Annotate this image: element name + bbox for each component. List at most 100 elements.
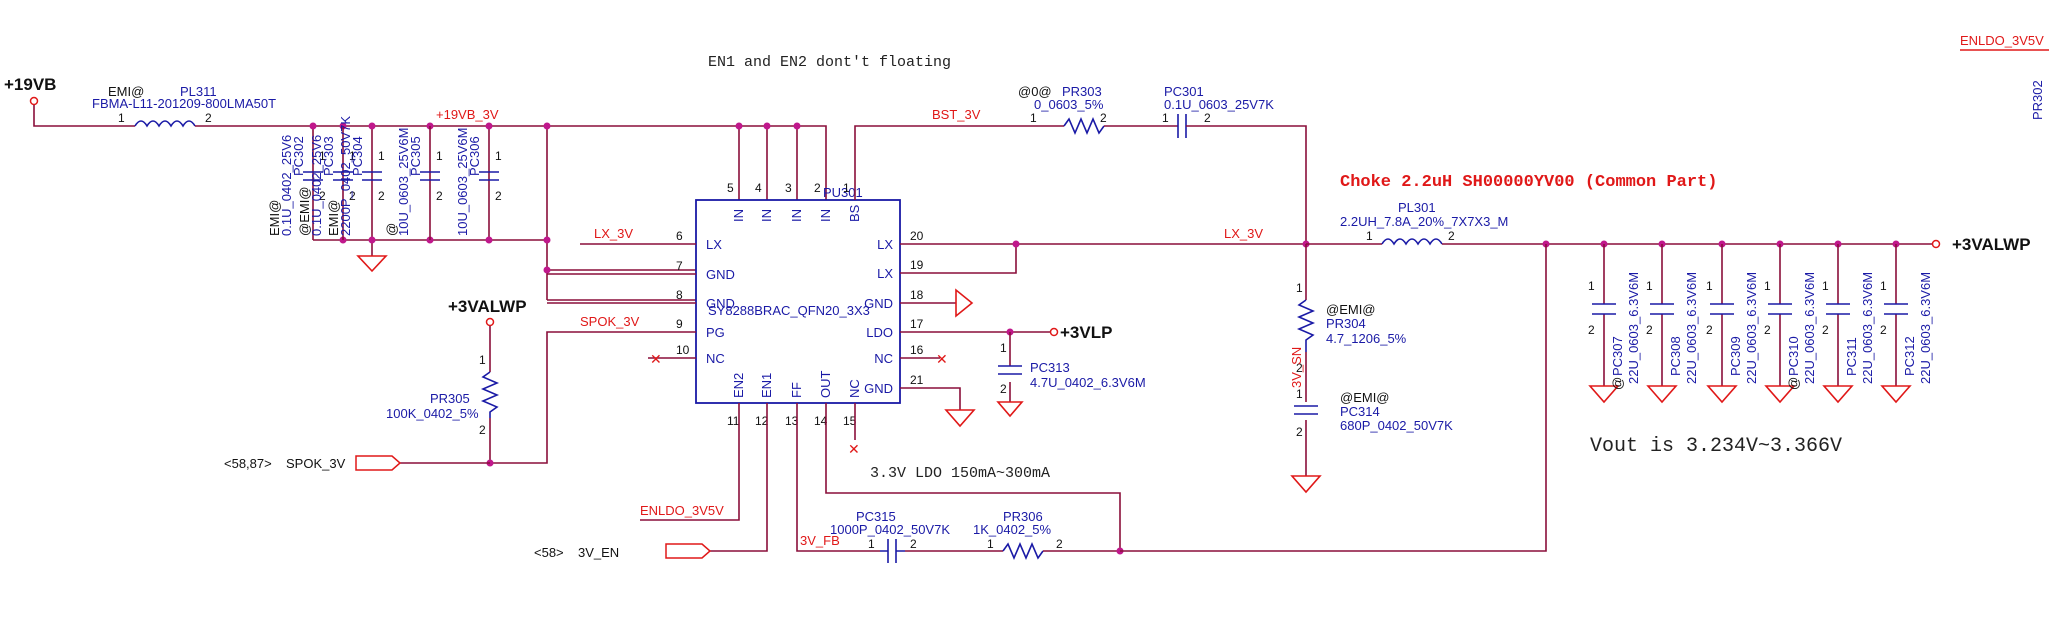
cap-pc312-pin1: 1 [1880,279,1887,293]
pl311-pin1: 1 [118,111,125,125]
ic-pin-8-name: GND [706,296,735,311]
cap-pc310-pin1: 1 [1764,279,1771,293]
cap-pc305-value: 10U_0603_25V6M [396,128,411,236]
pr306-ref: PR306 [1003,509,1043,524]
svg-text:2: 2 [1204,111,1211,125]
offpage-en[interactable] [665,543,712,559]
spok-name: SPOK_3V [286,456,346,471]
cap-pc304-symbol [362,171,382,181]
cap-pc305-pin2: 2 [436,189,443,203]
cap-pc312-value: 22U_0603_6.3V6M [1918,272,1933,384]
pc301-ref: PC301 [1164,84,1204,99]
cap-pc310-symbol [1768,303,1792,315]
cap-pc310-value: 22U_0603_6.3V6M [1802,272,1817,384]
svg-text:1: 1 [1296,281,1303,295]
ic-pin-3-name: IN [789,209,804,222]
pl311-pin2: 2 [205,111,212,125]
svg-text:2: 2 [1056,537,1063,551]
svg-text:✕: ✕ [936,351,948,367]
svg-text:1: 1 [1366,229,1373,243]
cap-pc307-prefix: @ [1610,377,1625,390]
resistor-pr303-symbol [1063,116,1105,136]
pl311-prefix: EMI@ [108,84,144,99]
cap-pc302-ref: PC302 [291,136,306,176]
net-enldo-top: ENLDO_3V5V [1960,33,2044,48]
ic-pin-9-name: PG [706,325,725,340]
ic-pin-4-name: IN [759,209,774,222]
nc-x-left: ✕ [650,351,662,367]
pr302-ref: PR302 [2030,80,2045,120]
cap-pc305-symbol [420,171,440,181]
cap-pc304-value: 2200P_0402_50V7K [338,116,353,236]
ic-pin-10-name: NC [706,351,725,366]
ic-pin-8-num: 8 [676,288,683,302]
cap-pc311-pin2: 2 [1822,323,1829,337]
ic-pin-15-name: NC [847,379,862,398]
port-3vlp: +3VLP [1060,323,1112,342]
wire-19vb-3v-bus [195,125,827,200]
pl311-ref: PL311 [180,84,217,99]
pc301-value: 0.1U_0603_25V7K [1164,97,1274,112]
svg-text:2: 2 [479,423,486,437]
cap-pc301-symbol [1177,114,1187,138]
wire-spok [490,331,696,464]
port-3valwp-pullup: +3VALWP [448,297,527,316]
ic-pin-3-num: 3 [785,181,792,195]
wire-enldo [640,403,740,521]
en-name: 3V_EN [578,545,619,560]
cap-pc302-pin2: 2 [319,189,326,203]
ic-pin-19-name: LX [877,266,893,281]
cap-pc310-pin2: 2 [1764,323,1771,337]
wire-bst [854,125,1064,200]
cap-pc307-symbol [1592,303,1616,315]
pc314-value: 680P_0402_50V7K [1340,418,1453,433]
cap-pc305-ref: PC305 [408,136,423,176]
ic-pin-17-name: LDO [866,325,893,340]
net-19vb-3v: +19VB_3V [436,107,499,122]
ic-pin-2-name: IN [818,209,833,222]
svg-text:2: 2 [1296,361,1303,375]
ic-pin-11-name: EN2 [731,373,746,398]
ic-pu301-body [695,199,901,404]
svg-text:2: 2 [1100,111,1107,125]
svg-text:✕: ✕ [848,441,860,457]
ic-pin-16-num: 16 [910,343,924,357]
net-bst: BST_3V [932,107,981,122]
ic-pin-5-name: IN [731,209,746,222]
svg-text:1: 1 [479,353,486,367]
pr304-prefix: @EMI@ [1326,302,1376,317]
pc315-ref: PC315 [856,509,896,524]
cap-pc310-ref: PC310 [1786,336,1801,376]
pr304-ref: PR304 [1326,316,1366,331]
ic-pin-17-num: 17 [910,317,924,331]
net-lx-left: LX_3V [594,226,633,241]
svg-text:1: 1 [868,537,875,551]
pr303-prefix: @0@ [1018,84,1052,99]
ic-pin-14-name: OUT [818,371,833,399]
spok-ref: <58,87> [224,456,272,471]
cap-pc307-ref: PC307 [1610,336,1625,376]
cap-pc313-symbol [998,365,1022,375]
cap-pc311-value: 22U_0603_6.3V6M [1860,272,1875,384]
ic-pin-5-num: 5 [727,181,734,195]
resistor-pr306-symbol [1002,541,1044,561]
cap-pc308-pin1: 1 [1646,279,1653,293]
ic-pin-20-name: LX [877,237,893,252]
ic-pin-13-num: 13 [785,414,799,428]
bead-pl311-symbol [134,120,196,128]
cap-pc312-symbol [1884,303,1908,315]
cap-pc314-symbol [1294,405,1318,415]
offpage-spok[interactable] [355,455,402,471]
svg-text:2: 2 [1448,229,1455,243]
cap-pc306-ref: PC306 [467,136,482,176]
ic-pin-10-num: 10 [676,343,690,357]
cap-pc312-pin2: 2 [1880,323,1887,337]
svg-text:1: 1 [1162,111,1169,125]
cap-pc311-pin1: 1 [1822,279,1829,293]
ic-pin-15-num: 15 [843,414,857,428]
svg-text:1: 1 [1030,111,1037,125]
pr304-value: 4.7_1206_5% [1326,331,1407,346]
ic-pin-4-num: 4 [755,181,762,195]
cap-pc303-value: 0.1U_0402_25V6 [309,135,324,236]
